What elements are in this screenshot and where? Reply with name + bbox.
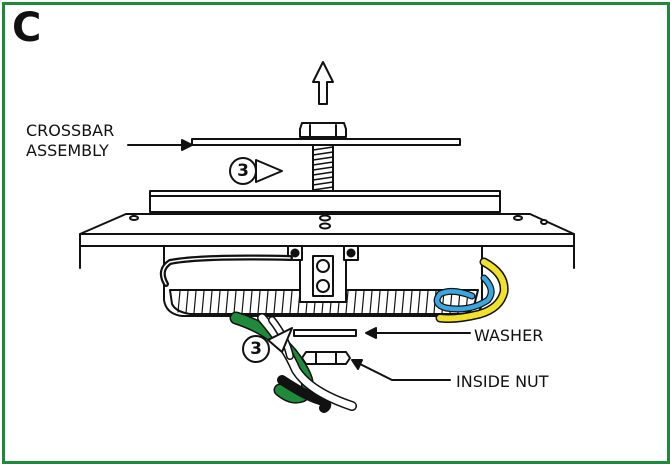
- panel-letter: C: [12, 5, 42, 51]
- crossbar-label-line1: CROSSBAR: [26, 121, 115, 140]
- inside-nut: [301, 351, 351, 365]
- washer-label: WASHER: [474, 326, 544, 345]
- up-arrow-icon: [312, 61, 334, 105]
- step-badge-top: 3: [237, 161, 249, 181]
- crossbar-assembly-label: CROSSBAR ASSEMBLY: [26, 121, 114, 161]
- step-arrow-icon: [255, 159, 283, 183]
- step-badge-bottom: 3: [250, 339, 262, 359]
- inside-nut-label: INSIDE NUT: [456, 372, 549, 391]
- canopy-top-collar: [149, 190, 501, 213]
- crossbar-label-line2: ASSEMBLY: [26, 141, 109, 160]
- crossbar-nut: [299, 122, 347, 138]
- washer: [293, 329, 357, 337]
- black-lead: [277, 375, 332, 413]
